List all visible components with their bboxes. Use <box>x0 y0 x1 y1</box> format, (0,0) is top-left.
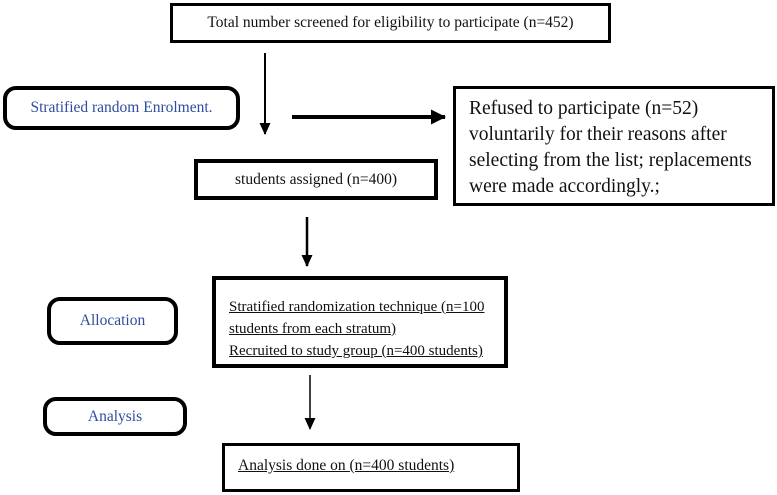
assigned-box: students assigned (n=400) <box>194 159 438 200</box>
randomization-box: Stratified randomization technique (n=10… <box>212 276 508 368</box>
analysis-stage-label: Analysis <box>43 397 187 436</box>
screened-box: Total number screened for eligibility to… <box>170 3 611 43</box>
randomization-line1: Stratified randomization technique (n=10… <box>229 299 485 337</box>
randomization-line2: Recruited to study group (n=400 students… <box>229 343 483 359</box>
analysis-done-text: Analysis done on (n=400 students) <box>238 457 455 474</box>
allocation-stage-label: Allocation <box>47 297 178 345</box>
refused-box: Refused to participate (n=52) voluntaril… <box>453 86 775 206</box>
analysis-done-box: Analysis done on (n=400 students) <box>222 443 520 492</box>
enrolment-stage-label: Stratified random Enrolment. <box>3 86 240 130</box>
